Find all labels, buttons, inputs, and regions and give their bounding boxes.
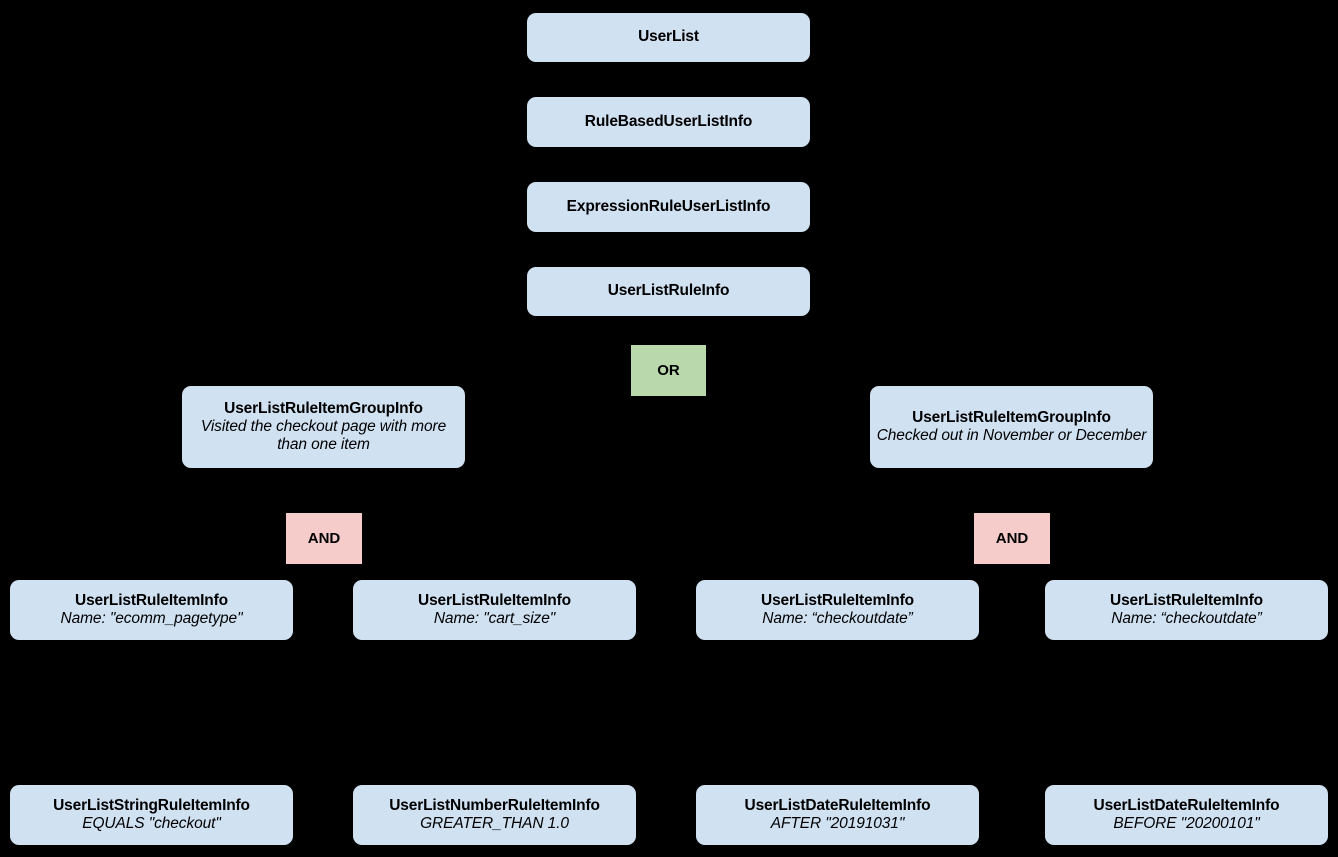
arrowhead-group-right xyxy=(1004,375,1018,384)
arrowhead-group-left xyxy=(316,375,330,384)
edge-expression-to-ruleinfo xyxy=(667,232,669,267)
node-leaf-date-rule-before[interactable]: UserListDateRuleItemInfo BEFORE "2020010… xyxy=(1045,785,1328,845)
node-rule-item-2[interactable]: UserListRuleItemInfo Name: "cart_size" xyxy=(353,580,636,640)
node-rule-item-1[interactable]: UserListRuleItemInfo Name: "ecomm_pagety… xyxy=(10,580,293,640)
node-title: UserListRuleItemGroupInfo xyxy=(912,408,1111,426)
edge-and-right-horizontal xyxy=(838,564,1186,566)
node-title: UserListDateRuleItemInfo xyxy=(744,796,931,814)
node-group-left[interactable]: UserListRuleItemGroupInfo Visited the ch… xyxy=(182,386,465,468)
node-subtitle: GREATER_THAN 1.0 xyxy=(420,815,569,832)
node-title: ExpressionRuleUserListInfo xyxy=(566,197,771,215)
operator-or[interactable]: OR xyxy=(631,345,706,396)
node-subtitle: EQUALS "checkout" xyxy=(82,815,221,832)
edge-and-left-horizontal xyxy=(151,564,496,566)
operator-label: OR xyxy=(657,361,680,379)
node-title: UserList xyxy=(638,28,699,46)
operator-label: AND xyxy=(307,529,341,547)
node-leaf-number-rule[interactable]: UserListNumberRuleItemInfo GREATER_THAN … xyxy=(353,785,636,845)
operator-and-left[interactable]: AND xyxy=(286,513,362,564)
node-user-list[interactable]: UserList xyxy=(527,13,810,62)
node-rule-item-4[interactable]: UserListRuleItemInfo Name: “checkoutdate… xyxy=(1045,580,1328,640)
edge-group-right-to-and xyxy=(1010,468,1012,513)
arrowhead-rulebased xyxy=(661,88,675,97)
edge-item4-to-leaf4 xyxy=(1185,640,1187,784)
node-leaf-date-rule-after[interactable]: UserListDateRuleItemInfo AFTER "20191031… xyxy=(696,785,979,845)
edge-and-right-to-item3 xyxy=(837,564,839,580)
node-subtitle: Checked out in November or December xyxy=(876,427,1147,444)
operator-and-right[interactable]: AND xyxy=(974,513,1050,564)
node-title: UserListRuleItemGroupInfo xyxy=(224,399,423,417)
edge-item1-to-leaf1 xyxy=(150,640,152,784)
edge-item2-to-leaf2 xyxy=(494,640,496,784)
edge-and-right-to-item4 xyxy=(1185,564,1187,580)
node-subtitle: Name: “checkoutdate” xyxy=(1111,610,1262,627)
node-title: RuleBasedUserListInfo xyxy=(584,112,753,130)
node-subtitle: Name: “checkoutdate” xyxy=(762,610,913,627)
node-rule-item-3[interactable]: UserListRuleItemInfo Name: “checkoutdate… xyxy=(696,580,979,640)
node-subtitle: BEFORE "20200101" xyxy=(1113,815,1260,832)
node-subtitle: Name: "ecomm_pagetype" xyxy=(60,610,243,627)
node-title: UserListRuleItemInfo xyxy=(75,591,228,609)
node-title: UserListRuleInfo xyxy=(607,282,730,300)
edge-rulebased-to-expression xyxy=(667,147,669,182)
node-title: UserListRuleItemInfo xyxy=(761,591,914,609)
node-subtitle: Visited the checkout page with more than… xyxy=(200,417,447,454)
node-title: UserListDateRuleItemInfo xyxy=(1093,796,1280,814)
edge-ruleinfo-to-or xyxy=(667,316,669,345)
node-title: UserListRuleItemInfo xyxy=(418,591,571,609)
node-leaf-string-rule[interactable]: UserListStringRuleItemInfo EQUALS "check… xyxy=(10,785,293,845)
node-title: UserListStringRuleItemInfo xyxy=(53,796,250,814)
edge-userlist-to-rulebased xyxy=(667,62,669,97)
node-rule-based-user-list-info[interactable]: RuleBasedUserListInfo xyxy=(527,97,810,147)
node-expression-rule-user-list-info[interactable]: ExpressionRuleUserListInfo xyxy=(527,182,810,232)
arrowhead-ruleinfo xyxy=(661,258,675,267)
edge-and-left-to-item1 xyxy=(150,564,152,580)
edge-and-left-to-item2 xyxy=(494,564,496,580)
edge-item3-to-leaf3 xyxy=(837,640,839,784)
operator-label: AND xyxy=(995,529,1029,547)
node-title: UserListNumberRuleItemInfo xyxy=(389,796,600,814)
node-group-right[interactable]: UserListRuleItemGroupInfo Checked out in… xyxy=(870,386,1153,468)
node-user-list-rule-info[interactable]: UserListRuleInfo xyxy=(527,267,810,316)
node-subtitle: AFTER "20191031" xyxy=(770,815,905,832)
node-title: UserListRuleItemInfo xyxy=(1110,591,1263,609)
node-subtitle: Name: "cart_size" xyxy=(433,610,556,627)
arrowhead-expression xyxy=(661,173,675,182)
edge-group-left-to-and xyxy=(322,468,324,513)
